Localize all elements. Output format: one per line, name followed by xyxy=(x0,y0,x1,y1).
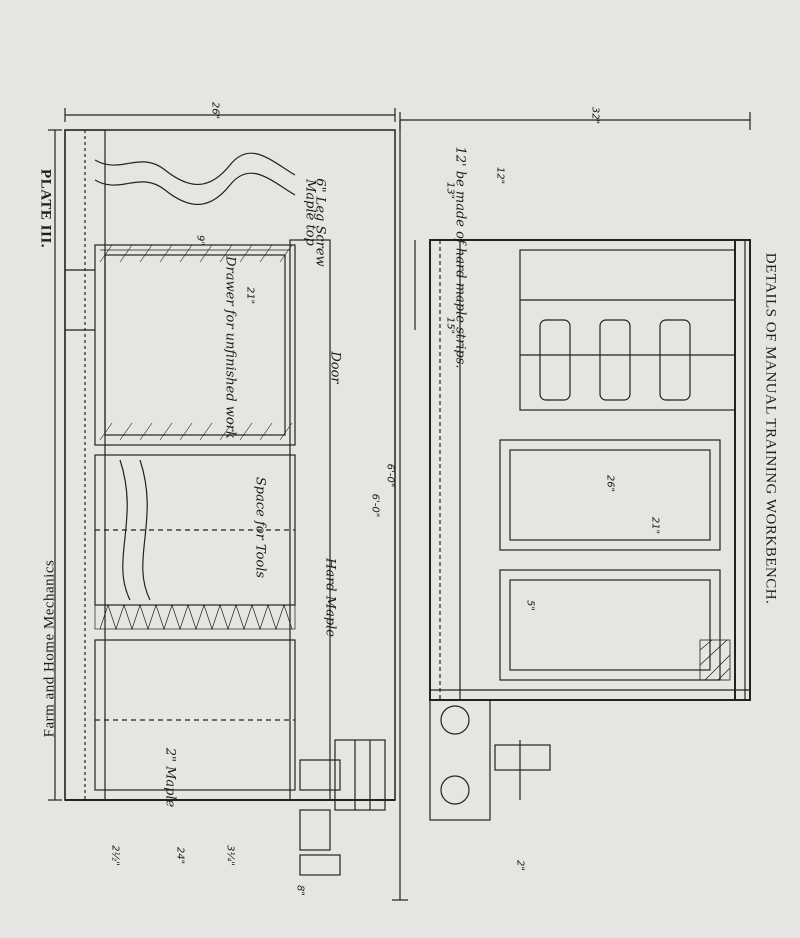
dim-13: 13" xyxy=(444,181,456,200)
dim-bench-height: 32" xyxy=(589,106,601,125)
label-2in-maple: 2" Maple xyxy=(162,747,178,808)
dim-overall-length: 6'-0" xyxy=(384,463,396,488)
label-leg-screw: 6" Leg Screw xyxy=(312,178,328,267)
label-hard-maple: Hard Maple xyxy=(322,558,338,637)
label-note: 12' be made of hard maple strips. xyxy=(452,146,468,369)
dim-15: 15" xyxy=(444,316,456,335)
dim-top-width: 26" xyxy=(209,101,221,120)
front-elevation xyxy=(392,112,751,901)
dim-21: 21" xyxy=(649,516,661,535)
dim-5: 5" xyxy=(524,600,536,611)
dim-21-end: 21" xyxy=(244,286,256,305)
end-view xyxy=(48,108,396,876)
dim-2: 2" xyxy=(514,860,526,871)
dim-2-half: 2½" xyxy=(109,845,121,866)
dim-26-front: 26" xyxy=(604,474,616,493)
dim-24: 24" xyxy=(174,846,186,865)
label-space-for-tools: Space for Tools xyxy=(252,476,268,579)
label-drawer-unfinished: Drawer for unfinished work xyxy=(222,256,238,439)
dim-6-end: 6'-0" xyxy=(369,493,381,518)
dim-12: 12" xyxy=(494,166,506,185)
dim-9: 9" xyxy=(194,235,206,246)
dim-3-quarter: 3¼" xyxy=(224,845,236,866)
dim-8: 8" xyxy=(294,885,306,896)
label-door: Door xyxy=(327,351,343,384)
